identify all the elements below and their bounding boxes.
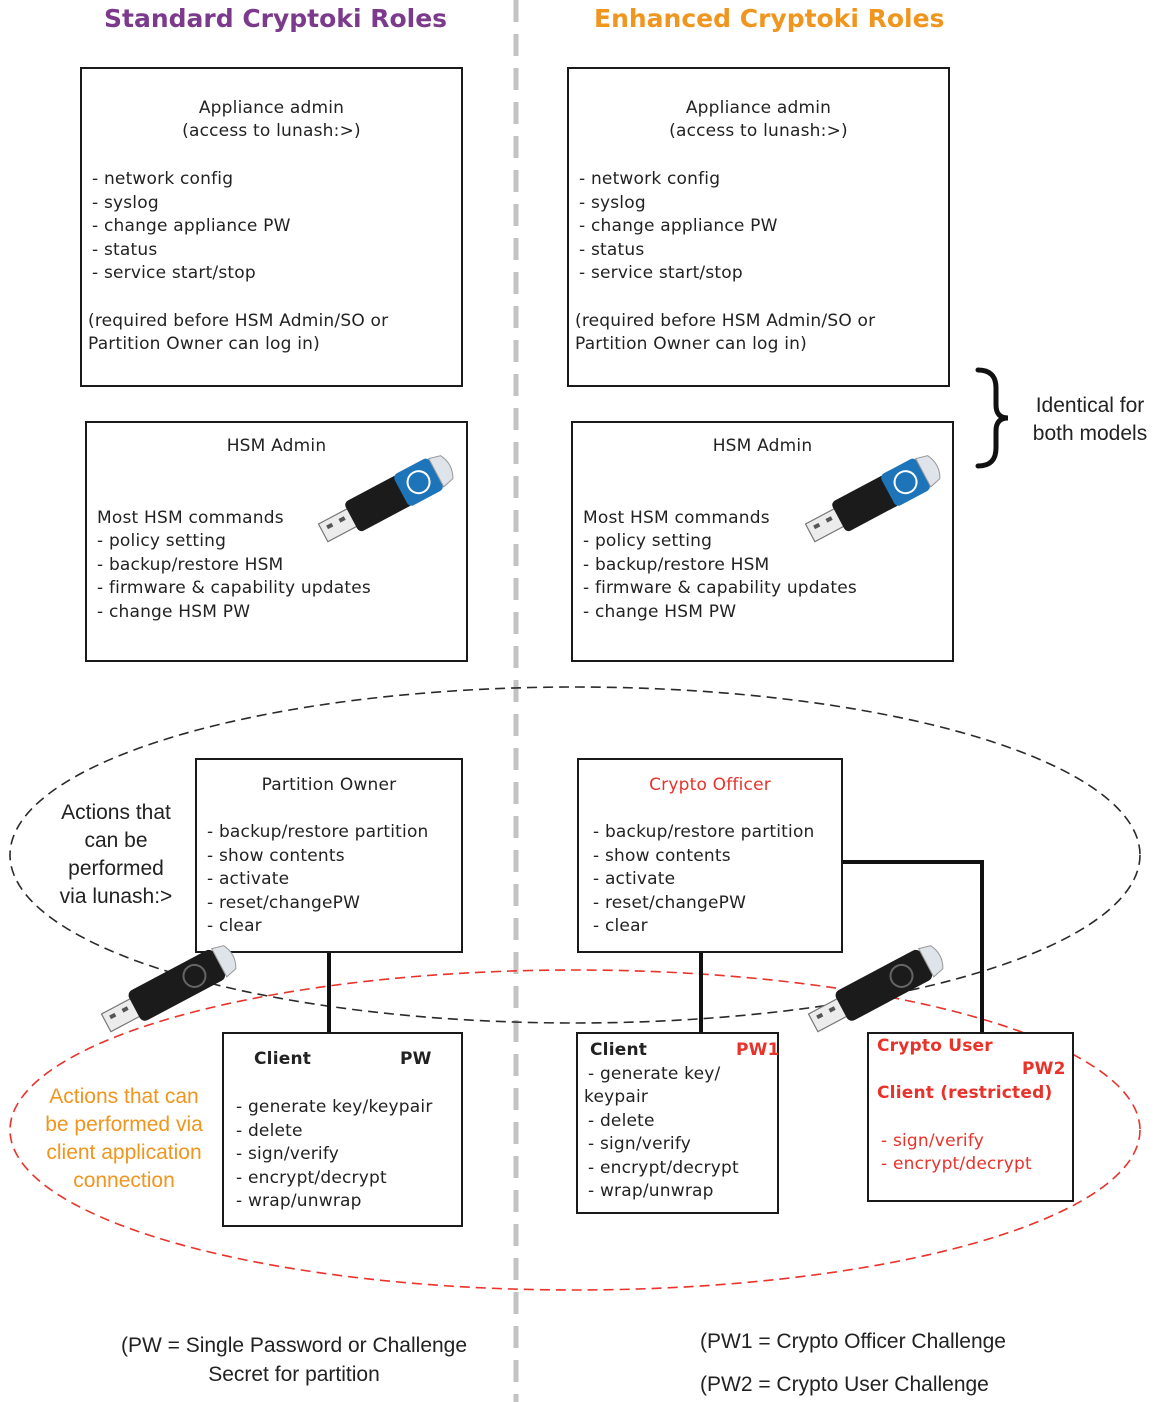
list-item: - activate xyxy=(207,869,290,889)
list-item: - sign/verify xyxy=(588,1134,691,1154)
list-item: - policy setting xyxy=(583,531,713,551)
list-item: - syslog xyxy=(579,193,646,213)
lunash-label-line: performed xyxy=(68,857,164,880)
list-item: - status xyxy=(92,240,158,260)
box-title: Appliance admin xyxy=(685,98,832,118)
list-item: - clear xyxy=(593,916,648,936)
box-title: Crypto Officer xyxy=(649,775,771,795)
client-label-line: connection xyxy=(73,1169,175,1192)
list-item: - sign/verify xyxy=(236,1144,339,1164)
brace-icon xyxy=(975,367,1009,469)
box-lead: Most HSM commands xyxy=(583,508,770,528)
list-item: - clear xyxy=(207,916,262,936)
list-item: - activate xyxy=(593,869,676,889)
list-item: - encrypt/decrypt xyxy=(881,1154,1032,1174)
pw-label: PW1 xyxy=(736,1040,780,1060)
identical-note-line2: both models xyxy=(1032,422,1148,445)
lunash-actions-ellipse xyxy=(9,686,1141,1024)
list-item: - show contents xyxy=(207,846,345,866)
list-item: - wrap/unwrap xyxy=(588,1181,714,1201)
list-item: - change appliance PW xyxy=(579,216,778,236)
pw-label: PW xyxy=(400,1049,432,1069)
client-label-line: Actions that can xyxy=(49,1085,199,1108)
list-item: - show contents xyxy=(593,846,731,866)
list-item: - delete xyxy=(588,1111,655,1131)
hsm-admin-box-enhanced: HSM Admin Most HSM commands - policy set… xyxy=(571,421,954,662)
box-note: Partition Owner can log in) xyxy=(88,334,320,354)
list-item: - encrypt/decrypt xyxy=(588,1158,739,1178)
box-title: Crypto User xyxy=(877,1036,993,1056)
list-item: - status xyxy=(579,240,645,260)
appliance-admin-box-enhanced: Appliance admin (access to lunash:>) - n… xyxy=(567,67,950,387)
list-item: - delete xyxy=(236,1121,303,1141)
footer-left-line1: (PW = Single Password or Challenge xyxy=(120,1334,468,1357)
list-item: - generate key/ xyxy=(588,1064,721,1084)
lunash-label-line: can be xyxy=(84,829,148,852)
list-item: - policy setting xyxy=(97,531,227,551)
list-item: - reset/changePW xyxy=(207,893,361,913)
list-item: - firmware & capability updates xyxy=(583,578,857,598)
list-item: - service start/stop xyxy=(579,263,743,283)
list-item: - change HSM PW xyxy=(583,602,737,622)
header-standard-roles: Standard Cryptoki Roles xyxy=(104,4,448,33)
lunash-label-line: Actions that xyxy=(61,801,171,824)
box-title: Partition Owner xyxy=(261,775,397,795)
list-item: - sign/verify xyxy=(881,1131,984,1151)
client-label-line: be performed via xyxy=(45,1113,203,1136)
list-item: - reset/changePW xyxy=(593,893,747,913)
client-box-standard: Client PW - generate key/keypair - delet… xyxy=(222,1032,463,1227)
list-item: - firmware & capability updates xyxy=(97,578,371,598)
box-title: Appliance admin xyxy=(198,98,345,118)
box-title: HSM Admin xyxy=(712,436,813,456)
crypto-user-box: Crypto User PW2 Client (restricted) - si… xyxy=(867,1032,1074,1202)
list-item: - syslog xyxy=(92,193,159,213)
list-item: - backup/restore partition xyxy=(207,822,429,842)
footer-left-line2: Secret for partition xyxy=(208,1363,380,1386)
list-item: - backup/restore HSM xyxy=(97,555,284,575)
box-subtitle: (access to lunash:>) xyxy=(182,121,361,141)
box-subtitle: (access to lunash:>) xyxy=(669,121,848,141)
box-note: (required before HSM Admin/SO or xyxy=(88,311,389,331)
footer-right-line1: (PW1 = Crypto Officer Challenge xyxy=(700,1330,1006,1353)
connector-co-cryptouser xyxy=(841,860,984,1034)
client-actions-ellipse xyxy=(9,969,1141,1291)
list-item: - backup/restore partition xyxy=(593,822,815,842)
list-item: - wrap/unwrap xyxy=(236,1191,362,1211)
box-title: Client xyxy=(590,1040,648,1060)
identical-note-line1: Identical for xyxy=(1035,394,1145,417)
box-title: HSM Admin xyxy=(226,436,327,456)
list-item: - generate key/keypair xyxy=(236,1097,433,1117)
header-enhanced-roles: Enhanced Cryptoki Roles xyxy=(594,4,945,33)
list-item: - backup/restore HSM xyxy=(583,555,770,575)
partition-owner-box: Partition Owner - backup/restore partiti… xyxy=(195,758,463,953)
box-note: Partition Owner can log in) xyxy=(575,334,807,354)
list-item: keypair xyxy=(584,1087,649,1107)
box-note: (required before HSM Admin/SO or xyxy=(575,311,876,331)
box-lead: Most HSM commands xyxy=(97,508,284,528)
lunash-label-line: via lunash:> xyxy=(59,885,173,908)
client-box-enhanced: Client PW1 - generate key/ keypair - del… xyxy=(576,1032,779,1214)
list-item: - network config xyxy=(92,169,234,189)
crypto-officer-box: Crypto Officer - backup/restore partitio… xyxy=(577,758,843,953)
client-label-line: client application xyxy=(46,1141,202,1164)
hsm-admin-box-standard: HSM Admin Most HSM commands - policy set… xyxy=(85,421,468,662)
pw-label: PW2 xyxy=(1022,1059,1066,1079)
appliance-admin-box-standard: Appliance admin (access to lunash:>) - n… xyxy=(80,67,463,387)
list-item: - encrypt/decrypt xyxy=(236,1168,387,1188)
footer-right-line2: (PW2 = Crypto User Challenge xyxy=(700,1373,989,1396)
box-subtitle: Client (restricted) xyxy=(877,1083,1053,1103)
box-title: Client xyxy=(254,1049,312,1069)
list-item: - change appliance PW xyxy=(92,216,291,236)
list-item: - network config xyxy=(579,169,721,189)
list-item: - change HSM PW xyxy=(97,602,251,622)
list-item: - service start/stop xyxy=(92,263,256,283)
